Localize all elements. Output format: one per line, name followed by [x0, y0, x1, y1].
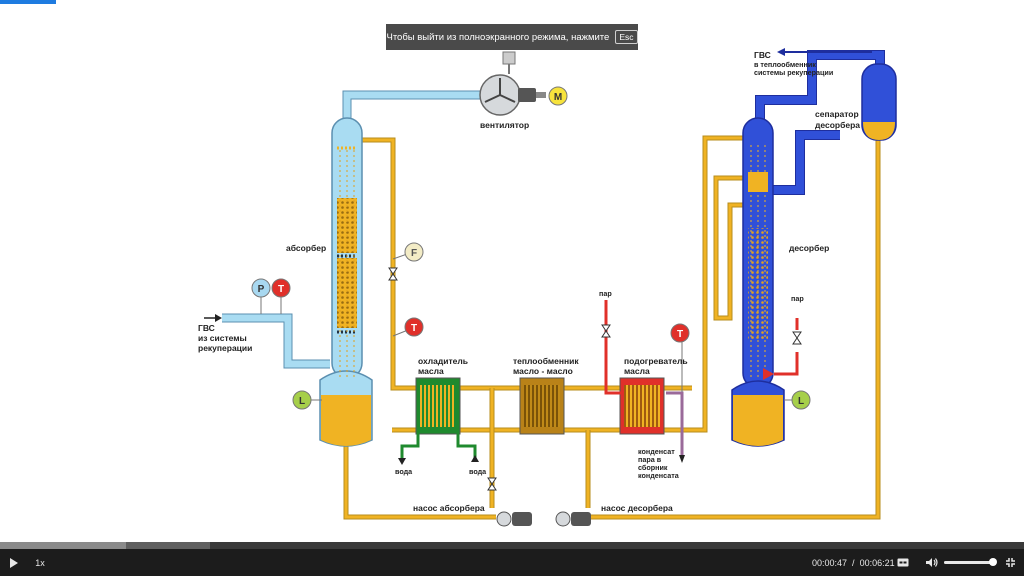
label-pump-absorber: насос абсорбера	[413, 503, 485, 513]
diagram-labels: вентилятор абсорбер ГВС из системы рекуп…	[198, 50, 860, 513]
oil-cooler	[398, 377, 479, 465]
progress-played	[0, 542, 126, 549]
label-gvs-in-2: из системы	[198, 333, 247, 343]
time-display: 00:00:47 / 00:06:21	[812, 549, 895, 576]
exit-fullscreen-button[interactable]	[1002, 549, 1018, 576]
gas-pipelines	[222, 48, 885, 369]
gauge-temp-absorber: T	[271, 278, 291, 314]
gauge-temp-line-label: T	[411, 323, 417, 334]
volume-button[interactable]	[922, 549, 940, 576]
fullscreen-exit-toast: Чтобы выйти из полноэкранного режима, на…	[386, 24, 638, 50]
label-heater-2: масла	[624, 366, 650, 376]
label-condensate-2: пара в	[638, 455, 662, 464]
esc-key-hint: Esc	[615, 30, 638, 44]
label-gvs-in-3: рекуперации	[198, 343, 252, 353]
gauge-level-absorber: L	[292, 390, 322, 410]
play-button[interactable]	[4, 549, 24, 576]
gauge-flow-label: F	[411, 248, 417, 259]
player-controls: 1x 00:00:47 / 00:06:21	[0, 549, 1024, 576]
label-steam-left: пар	[599, 289, 612, 298]
gauge-pressure: P	[251, 278, 271, 314]
gauge-level-desorber-label: L	[798, 396, 804, 407]
total-time: 00:06:21	[859, 557, 895, 568]
top-accent-bar	[0, 0, 56, 4]
gauge-level-absorber-label: L	[299, 396, 305, 407]
current-time: 00:00:47	[812, 557, 848, 568]
process-diagram: M F P T T T L L венти	[198, 48, 897, 527]
desorber-separator	[861, 63, 897, 141]
gauge-temp-desorber-label: T	[677, 329, 683, 340]
absorber-column	[319, 117, 373, 447]
label-fan: вентилятор	[480, 120, 529, 130]
label-steam-right: пар	[791, 294, 804, 303]
desorber-pump	[555, 511, 591, 527]
flow-arrows	[204, 314, 685, 463]
label-absorber: абсорбер	[286, 243, 326, 253]
video-progress-bar[interactable]	[0, 542, 1024, 549]
volume-slider[interactable]	[944, 558, 997, 566]
gauge-pressure-label: P	[258, 284, 265, 295]
gauge-motor-label: M	[554, 92, 562, 103]
absorber-pump	[496, 511, 532, 527]
label-cooler-1: охладитель	[418, 356, 468, 366]
gauge-motor: M	[548, 86, 568, 106]
oil-oil-exchanger	[519, 377, 565, 435]
captions-button[interactable]	[895, 549, 911, 576]
label-gvs-out-3: системы рекуперации	[754, 68, 833, 77]
label-water-right: вода	[469, 467, 487, 476]
fullscreen-toast-message: Чтобы выйти из полноэкранного режима, на…	[386, 31, 610, 43]
oil-heater	[604, 300, 665, 435]
label-exchanger-2: масло - масло	[513, 366, 573, 376]
fan-unit	[479, 51, 546, 116]
gauge-level-desorber: L	[784, 390, 811, 410]
gauge-flow: F	[392, 242, 424, 262]
desorber-column	[731, 117, 799, 447]
volume-handle[interactable]	[988, 558, 997, 566]
label-condensate-4: конденсата	[638, 471, 680, 480]
label-condensate-3: сборник	[638, 463, 668, 472]
volume-level	[944, 561, 993, 564]
captions-icon	[897, 558, 909, 567]
time-separator: /	[852, 557, 855, 568]
label-pump-desorber: насос десорбера	[601, 503, 673, 513]
gauge-temp-desorber: T	[670, 323, 690, 392]
label-gvs-out-1: ГВС	[754, 50, 771, 60]
playback-speed-button[interactable]: 1x	[35, 557, 45, 568]
label-condensate-1: конденсат	[638, 447, 675, 456]
label-desorber: десорбер	[789, 243, 829, 253]
valves	[388, 267, 802, 491]
label-water-left: вода	[395, 467, 413, 476]
gauge-temp-absorber-label: T	[278, 284, 284, 295]
label-heater-1: подогреватель	[624, 356, 688, 366]
label-separator-1: сепаратор	[815, 109, 859, 119]
volume-icon	[925, 558, 938, 567]
label-cooler-2: масла	[418, 366, 444, 376]
label-gvs-in-1: ГВС	[198, 323, 215, 333]
label-exchanger-1: теплообменник	[513, 356, 579, 366]
play-icon	[10, 557, 18, 568]
label-gvs-out-2: в теплообменник	[754, 60, 816, 69]
gauge-temp-line: T	[392, 317, 424, 337]
exit-fullscreen-icon	[1005, 558, 1015, 567]
label-separator-2: десорбера	[815, 120, 860, 130]
